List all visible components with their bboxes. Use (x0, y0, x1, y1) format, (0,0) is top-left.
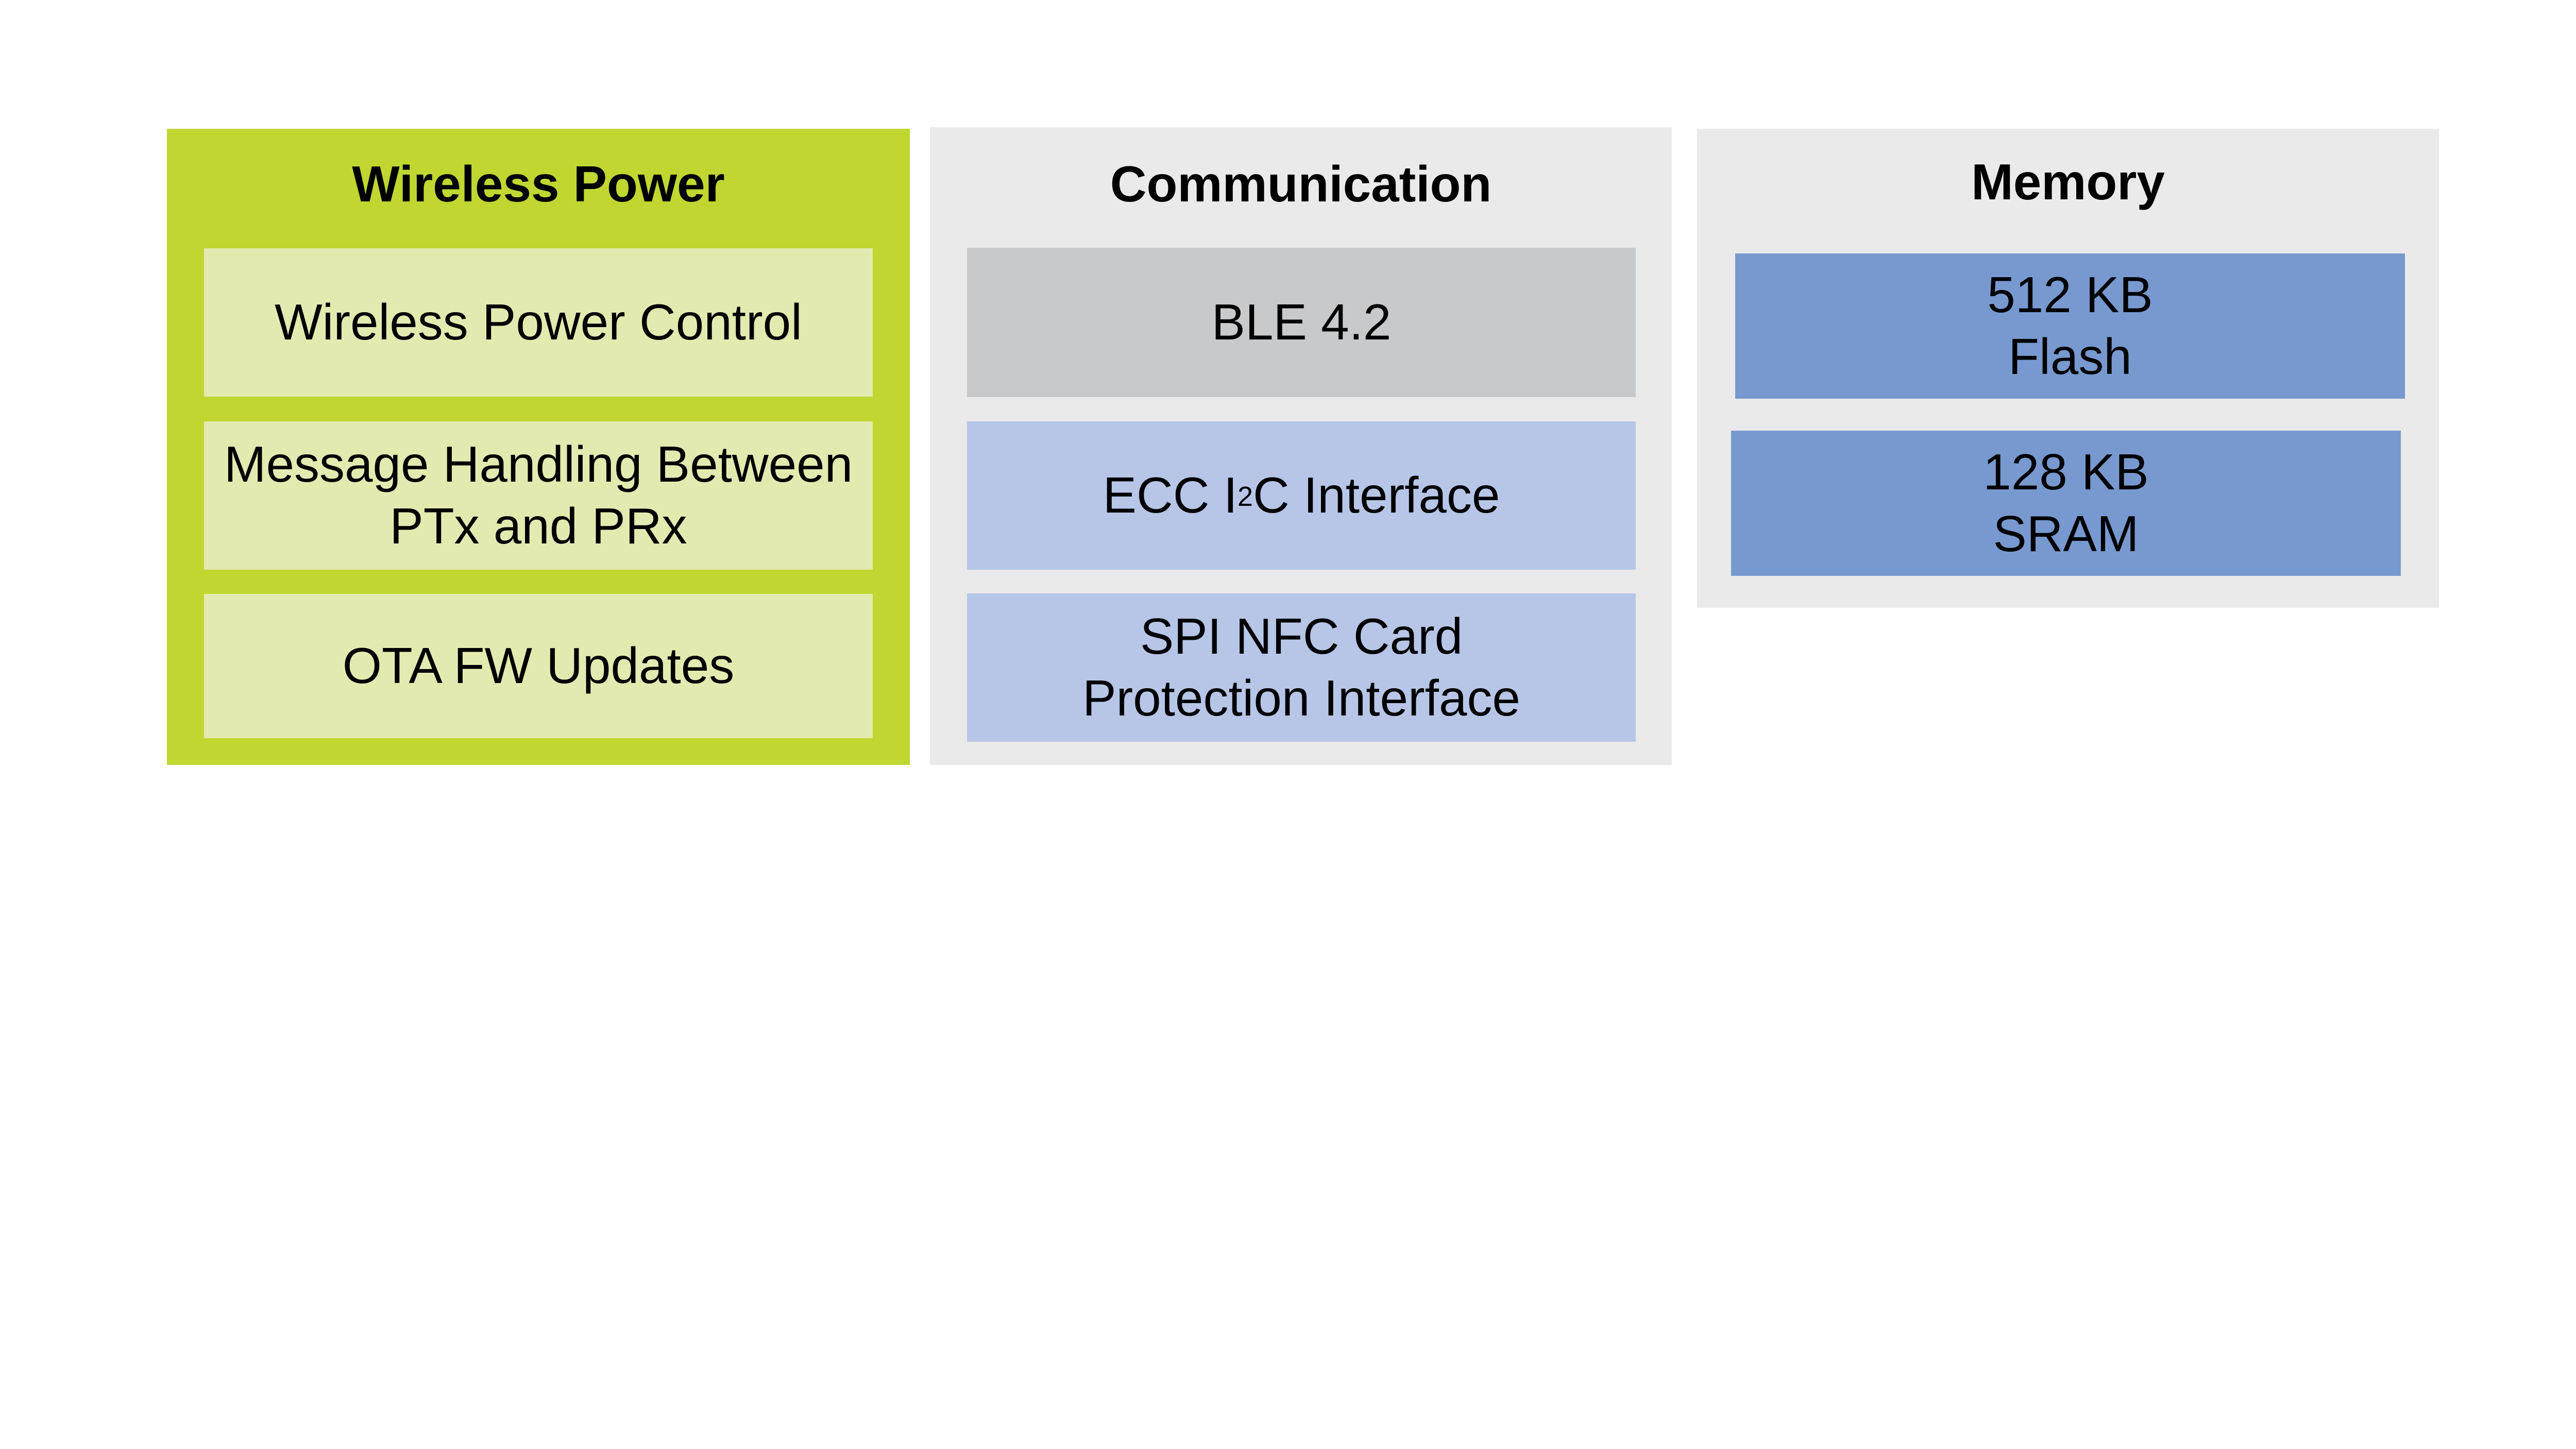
wireless-power-control-label: Wireless Power Control (275, 294, 802, 351)
message-handling-label-line1: Message Handling Between (224, 436, 853, 493)
ecc-i2c-interface-block: ECC I2C Interface (967, 421, 1636, 570)
flash-memory-block: 512 KB Flash (1735, 253, 2405, 399)
sram-memory-block: 128 KB SRAM (1731, 431, 2401, 576)
ecc-i2c-superscript: 2 (1238, 481, 1253, 512)
ble-block: BLE 4.2 (967, 248, 1636, 397)
ota-fw-updates-block: OTA FW Updates (204, 594, 873, 738)
spi-nfc-label-line2: Protection Interface (1082, 670, 1520, 726)
message-handling-label-line2: PTx and PRx (389, 498, 687, 554)
ecc-i2c-interface-label: ECC I2C Interface (1103, 465, 1500, 526)
flash-type-label: Flash (2008, 328, 2132, 385)
ble-label: BLE 4.2 (1211, 294, 1392, 351)
ota-fw-updates-label: OTA FW Updates (342, 637, 735, 694)
memory-title: Memory (1971, 154, 2165, 210)
wireless-power-title: Wireless Power (352, 156, 725, 212)
message-handling-block: Message Handling Between PTx and PRx (204, 421, 873, 570)
communication-title: Communication (1110, 156, 1492, 212)
communication-panel: Communication BLE 4.2 ECC I2C Interface … (930, 127, 1672, 765)
flash-size-label: 512 KB (1987, 266, 2153, 323)
spi-nfc-label-line1: SPI NFC Card (1140, 608, 1463, 665)
sram-size-label: 128 KB (1983, 444, 2149, 501)
ecc-i2c-suffix: C Interface (1253, 467, 1500, 524)
wireless-power-control-block: Wireless Power Control (204, 248, 873, 397)
ecc-i2c-prefix: ECC I (1103, 467, 1238, 524)
wireless-power-panel: Wireless Power Wireless Power Control Me… (167, 129, 910, 765)
spi-nfc-block: SPI NFC Card Protection Interface (967, 593, 1636, 742)
memory-panel: Memory 512 KB Flash 128 KB SRAM (1697, 129, 2439, 608)
sram-type-label: SRAM (1993, 505, 2139, 562)
